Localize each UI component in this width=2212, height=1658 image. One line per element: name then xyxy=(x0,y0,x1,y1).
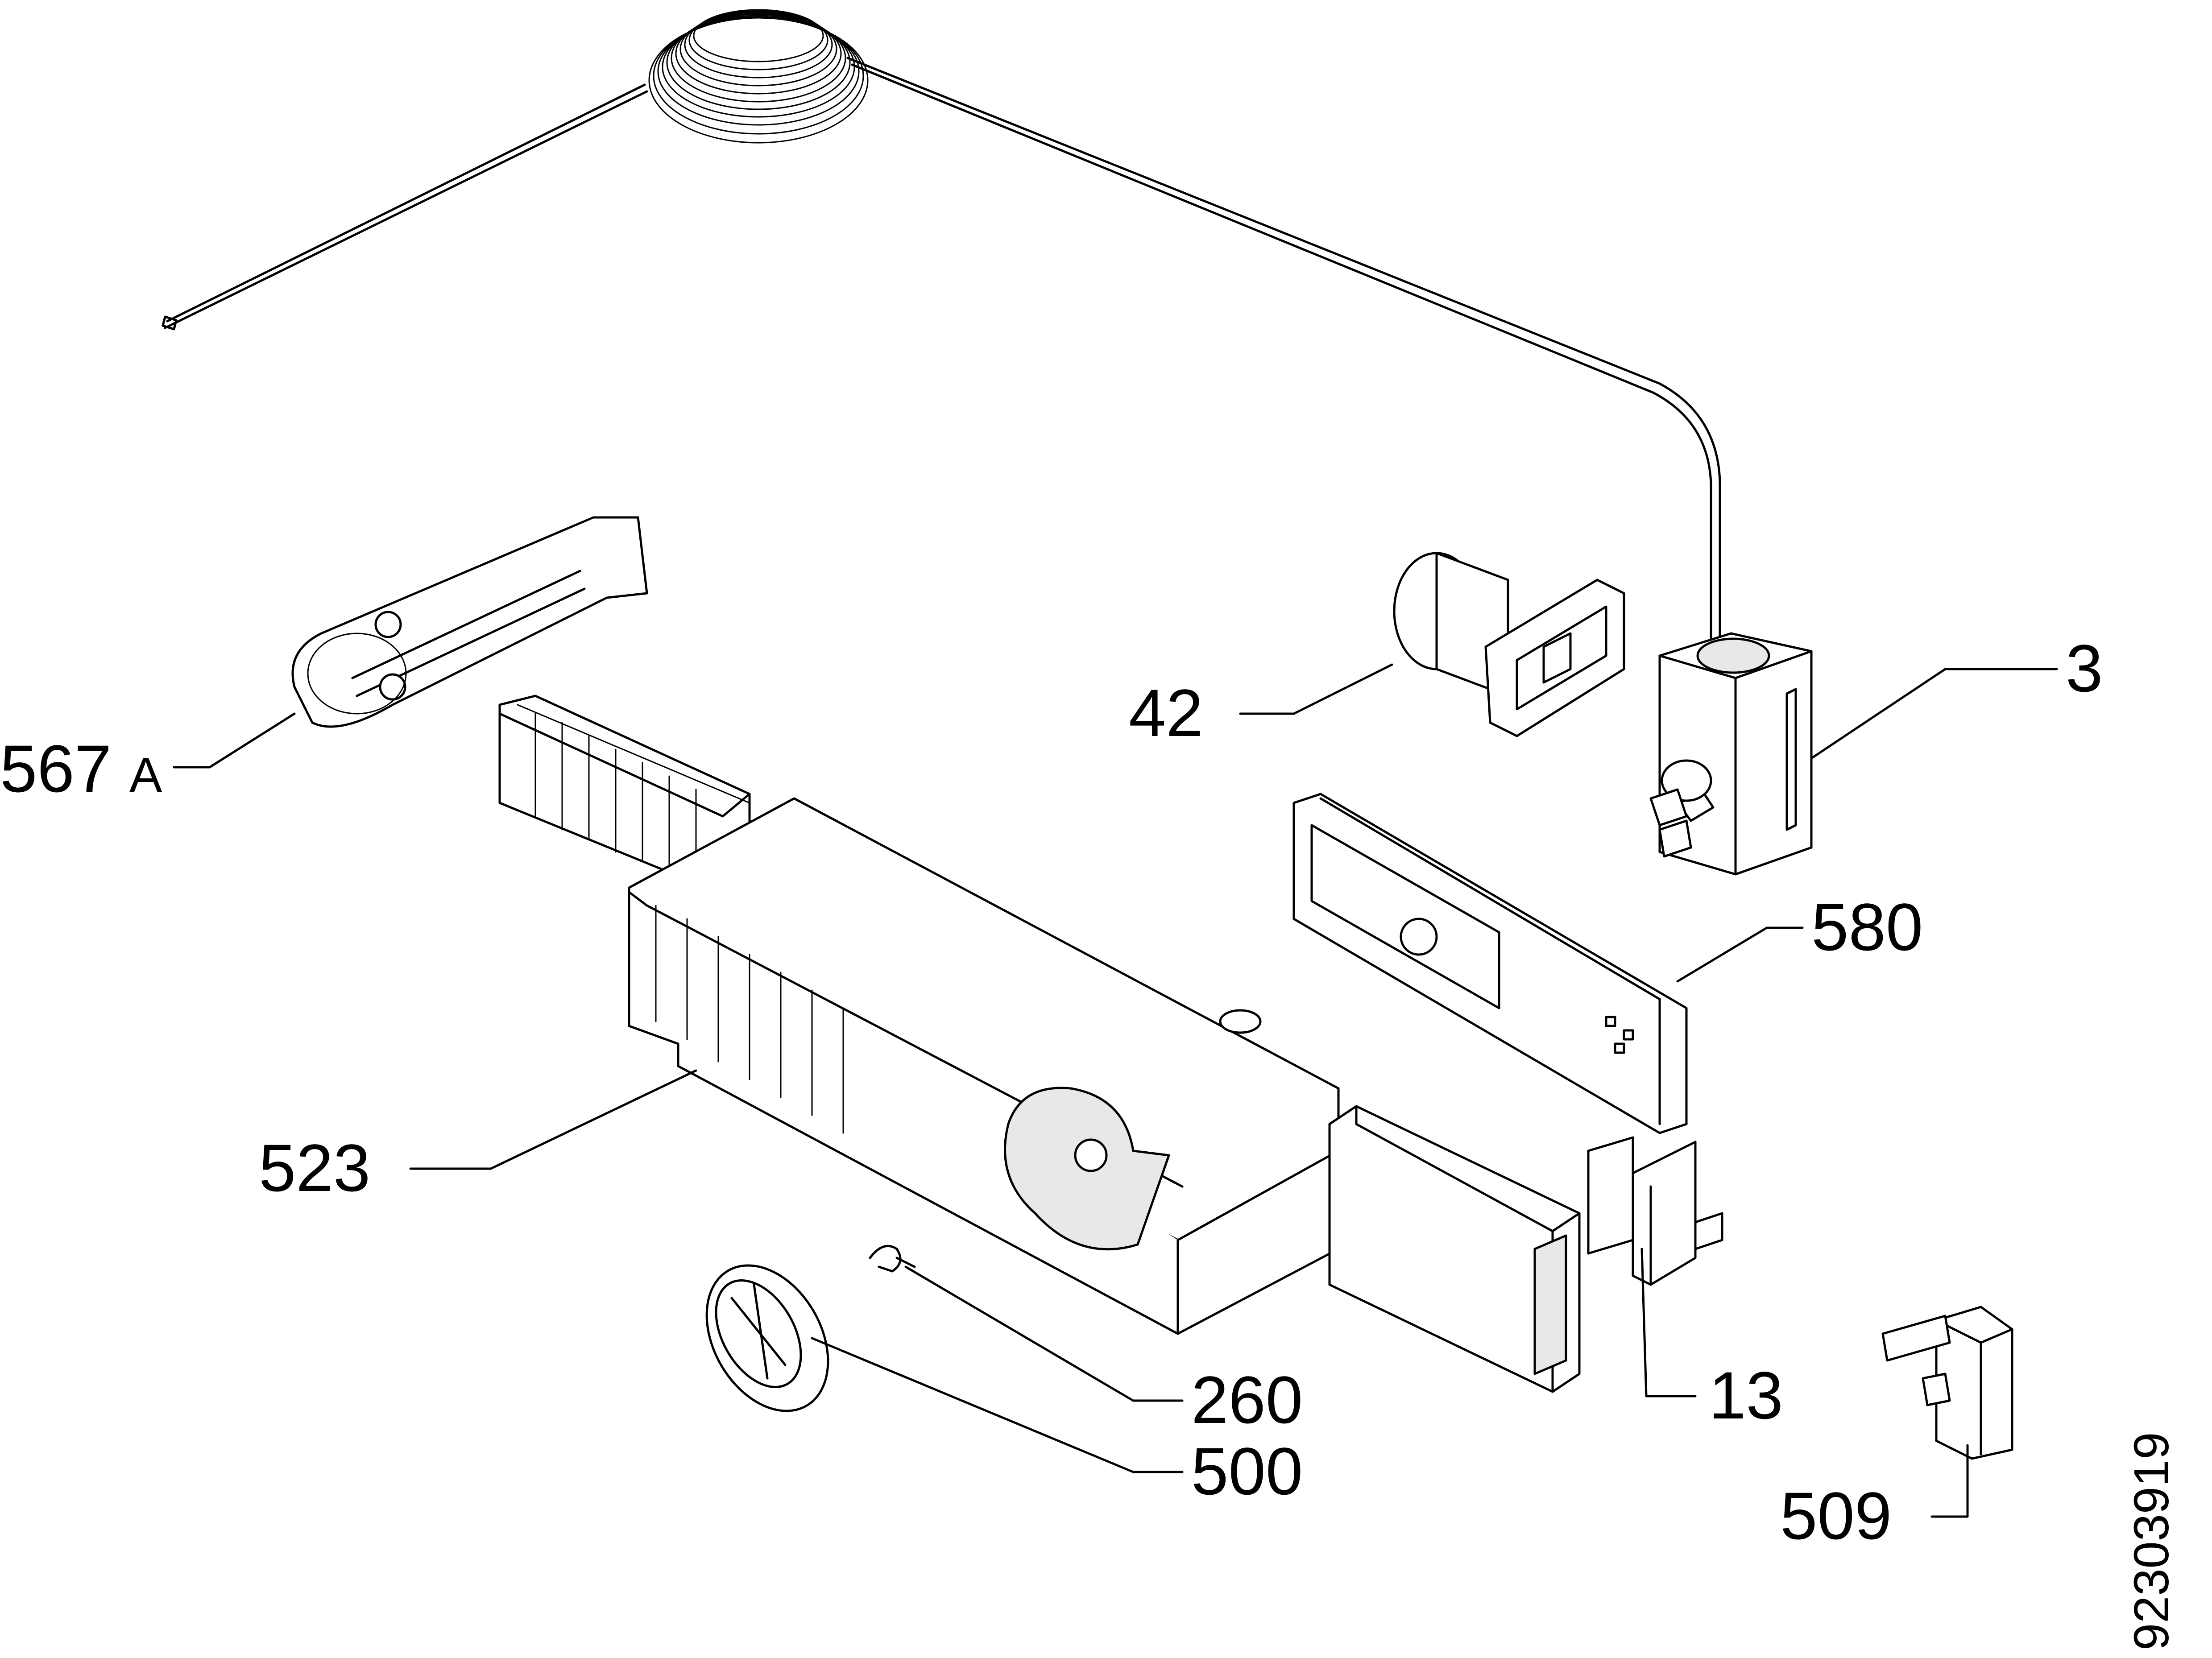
leader-523 xyxy=(409,1069,697,1170)
callout-260: 260 xyxy=(1191,1362,1303,1437)
leader-260 xyxy=(904,1265,1184,1402)
callout-567-suffix: A xyxy=(129,748,162,802)
callout-567: 567 xyxy=(0,731,112,806)
leader-13 xyxy=(1640,1248,1697,1398)
leader-509 xyxy=(1930,1444,1969,1518)
leader-lines xyxy=(173,663,2058,1518)
callout-500: 500 xyxy=(1191,1434,1303,1509)
switch-part xyxy=(1587,1136,1723,1286)
lamp-holder-part xyxy=(1393,552,1625,737)
control-panel-part xyxy=(1292,793,1688,1134)
leader-567 xyxy=(173,712,296,769)
callout-13: 13 xyxy=(1709,1358,1783,1433)
spring-clip-part xyxy=(869,1245,916,1273)
thermostat-part xyxy=(1649,632,1813,876)
leader-500 xyxy=(811,1337,1184,1473)
leader-3 xyxy=(1810,668,2058,760)
callout-523: 523 xyxy=(259,1130,370,1205)
callout-3: 3 xyxy=(2066,631,2103,706)
callout-580: 580 xyxy=(1811,889,1923,964)
leader-580 xyxy=(1676,926,1804,983)
switch-box-part xyxy=(1328,1105,1581,1393)
bracket-arm-part xyxy=(291,516,648,728)
diagram-id: 92303919 xyxy=(2124,1432,2179,1650)
callout-42: 42 xyxy=(1129,675,1203,750)
capillary-tube xyxy=(162,9,1721,639)
knob-part xyxy=(705,1264,829,1412)
callout-509: 509 xyxy=(1780,1478,1892,1553)
housing-part xyxy=(628,797,1340,1335)
callout-labels: 3 42 567 A 580 523 13 260 500 509 xyxy=(0,631,2103,1553)
leader-42 xyxy=(1239,663,1393,715)
clip-part xyxy=(1881,1306,2013,1460)
